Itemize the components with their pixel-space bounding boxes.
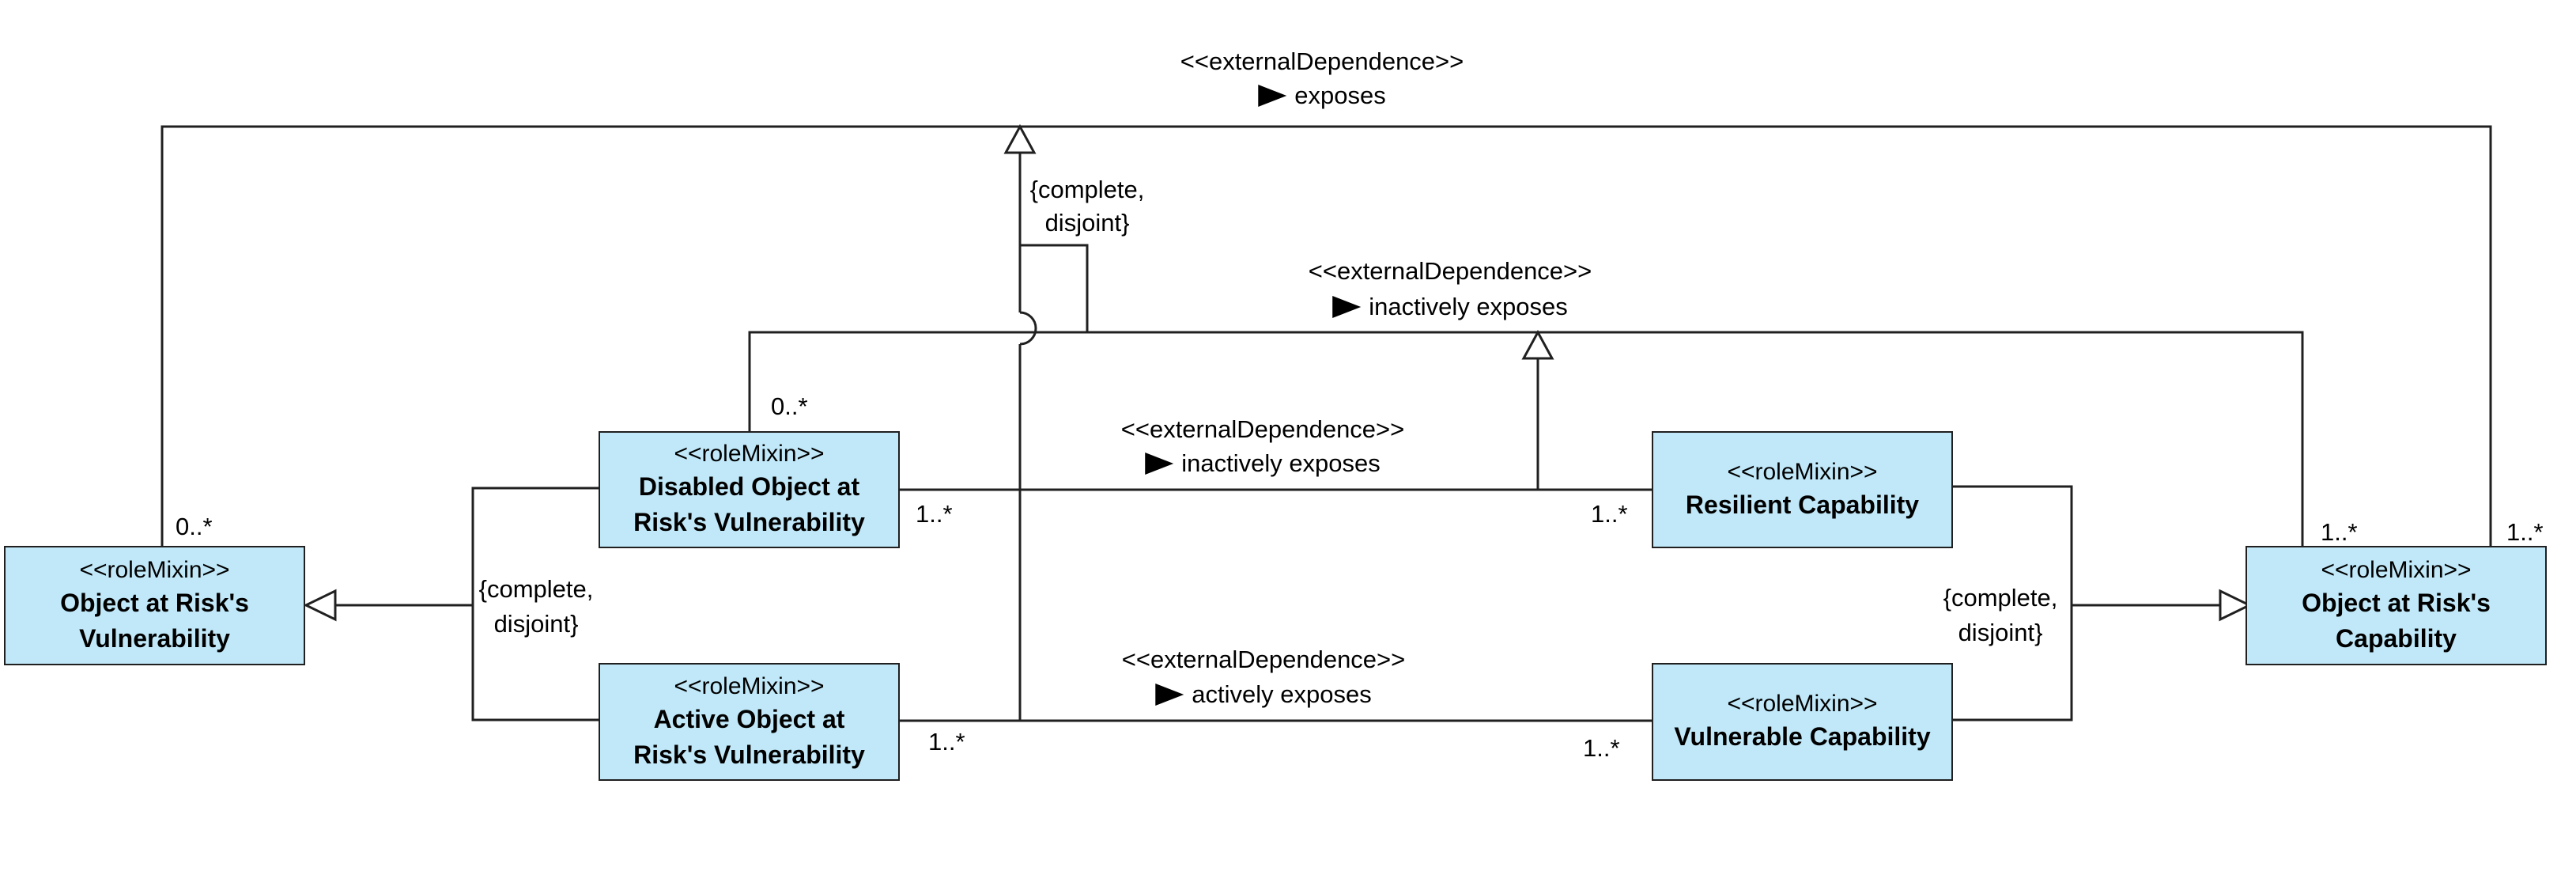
exposes-stereotype-label: <<externalDependence>> <box>1180 47 1464 75</box>
exposes-generalization-arrowhead <box>1003 123 1037 154</box>
constraint-left-line1: {complete, <box>478 575 594 603</box>
multiplicity-label: 0..* <box>176 513 213 540</box>
direction-arrow-icon <box>1145 453 1174 475</box>
constraint-right-line1: {complete, <box>1943 584 2058 612</box>
constraint-top-line2: disjoint} <box>1044 209 1130 237</box>
stereotype-label: <<roleMixin>> <box>79 556 230 583</box>
constraint-top-line1: {complete, <box>1029 176 1145 203</box>
actively-exposes-stereotype-label: <<externalDependence>> <box>1121 646 1406 673</box>
inactively-generalization-arrowhead <box>1521 329 1554 360</box>
multiplicity-label: 1..* <box>1583 734 1620 762</box>
class-name: Disabled Object at <box>638 472 860 501</box>
constraint-right-line2: disjoint} <box>1958 619 2043 646</box>
left-generalization-arrowhead <box>303 589 337 622</box>
right-generalization-arrowhead <box>2219 589 2253 622</box>
class-vulnerable-capability[interactable]: <<roleMixin>> Vulnerable Capability <box>1652 663 1953 781</box>
actively-exposes-relation-label: actively exposes <box>1155 680 1372 709</box>
line-hop <box>1019 311 1037 346</box>
class-object-at-risks-capability[interactable]: <<roleMixin>> Object at Risk's Capabilit… <box>2246 546 2547 665</box>
stereotype-label: <<roleMixin>> <box>674 672 825 699</box>
class-resilient-capability[interactable]: <<roleMixin>> Resilient Capability <box>1652 431 1953 548</box>
multiplicity-label: 0..* <box>771 392 808 420</box>
stereotype-label: <<roleMixin>> <box>1727 691 1878 717</box>
class-name: Vulnerability <box>79 623 230 653</box>
inactively-exposes-mid-stereotype-label: <<externalDependence>> <box>1120 415 1405 443</box>
class-name: Risk's Vulnerability <box>633 740 865 769</box>
stereotype-label: <<roleMixin>> <box>674 441 825 467</box>
inactively-exposes-association-line <box>748 331 2304 546</box>
right-generalization-set-line <box>1953 485 2073 721</box>
constraint-left-line2: disjoint} <box>493 610 579 638</box>
class-name: Vulnerable Capability <box>1674 722 1931 751</box>
left-generalization-set-line <box>471 487 599 721</box>
stereotype-label: <<roleMixin>> <box>1727 458 1878 485</box>
direction-arrow-icon <box>1258 85 1287 107</box>
class-name: Object at Risk's <box>2302 588 2491 617</box>
class-active-object-at-risks-vulnerability[interactable]: <<roleMixin>> Active Object at Risk's Vu… <box>599 663 900 781</box>
inactively-exposes-top-relation-label: inactively exposes <box>1332 293 1568 321</box>
multiplicity-label: 1..* <box>2321 518 2358 546</box>
generalization-branch-line <box>1020 244 1089 332</box>
class-disabled-object-at-risks-vulnerability[interactable]: <<roleMixin>> Disabled Object at Risk's … <box>599 431 900 548</box>
inactively-exposes-mid-relation-label: inactively exposes <box>1145 449 1381 478</box>
exposes-relation-label: exposes <box>1258 81 1386 110</box>
stereotype-label: <<roleMixin>> <box>2321 556 2472 583</box>
class-name: Resilient Capability <box>1685 490 1920 519</box>
class-name: Capability <box>2336 623 2457 653</box>
exposes-association-line <box>161 125 2492 546</box>
class-object-at-risks-vulnerability[interactable]: <<roleMixin>> Object at Risk's Vulnerabi… <box>4 546 305 665</box>
direction-arrow-icon <box>1332 296 1362 318</box>
direction-arrow-icon <box>1155 684 1184 706</box>
class-name: Risk's Vulnerability <box>633 508 865 536</box>
multiplicity-label: 1..* <box>2506 518 2544 546</box>
class-name: Object at Risk's <box>60 588 249 617</box>
multiplicity-label: 1..* <box>1591 500 1628 528</box>
class-name: Active Object at <box>653 704 845 733</box>
inactively-exposes-top-stereotype-label: <<externalDependence>> <box>1308 257 1592 285</box>
multiplicity-label: 1..* <box>928 728 965 756</box>
multiplicity-label: 1..* <box>916 500 953 528</box>
